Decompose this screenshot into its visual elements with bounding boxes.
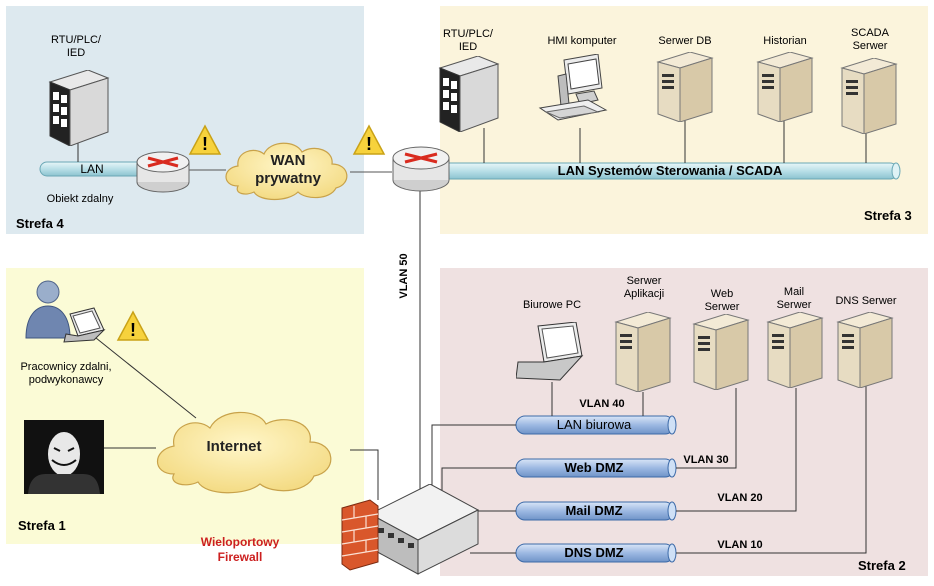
dns-server-label: DNS Serwer xyxy=(835,295,897,307)
vlan50-label: VLAN 50 xyxy=(398,253,410,299)
db-server-icon xyxy=(656,52,714,122)
vlan20-label: VLAN 20 xyxy=(717,492,763,504)
zone-1-area xyxy=(6,268,364,544)
app-server-icon xyxy=(614,312,672,392)
historian-label: Historian xyxy=(763,35,807,47)
app-server-label: Serwer Aplikacji xyxy=(623,275,665,300)
firewall-label: Wieloportowy Firewall xyxy=(200,535,280,564)
dns-server-icon xyxy=(836,312,894,388)
zone3-rtu-label: RTU/PLC/ IED xyxy=(443,28,493,53)
office-laptop-icon xyxy=(516,322,584,381)
historian-server-icon xyxy=(756,52,814,122)
mail-server-label: Mail Serwer xyxy=(776,286,812,311)
scada-server-icon xyxy=(840,58,898,134)
warning-icon: ! xyxy=(188,124,222,155)
zone-2-title: Strefa 2 xyxy=(858,558,906,573)
firewall-icon xyxy=(341,484,480,575)
vlan30-label: VLAN 30 xyxy=(683,454,729,466)
db-server-label: Serwer DB xyxy=(658,35,712,47)
scada-lan-label: LAN Systemów Sterowania / SCADA xyxy=(557,163,783,178)
remote-site-label: Obiekt zdalny xyxy=(46,193,114,205)
scada-server-label: SCADA Serwer xyxy=(851,27,889,52)
office-lan-label: LAN biurowa xyxy=(556,417,632,432)
wan-cloud-icon xyxy=(225,142,348,201)
remote-workers-label: Pracownicy zdalni, podwykonawcy xyxy=(20,361,112,386)
zone-4-title: Strefa 4 xyxy=(16,216,64,231)
vlan10-label: VLAN 10 xyxy=(717,539,763,551)
warning-icon: ! xyxy=(352,124,386,155)
web-server-label: Web Serwer xyxy=(704,288,740,313)
zone-3-title: Strefa 3 xyxy=(864,208,912,223)
web-server-icon xyxy=(692,314,750,390)
office-pc-label: Biurowe PC xyxy=(522,299,582,311)
zone4-rtu-label: RTU/PLC/ IED xyxy=(51,34,101,59)
vlan40-label: VLAN 40 xyxy=(579,398,625,410)
router-icon xyxy=(136,151,190,193)
hmi-monitor-icon xyxy=(538,54,608,121)
router-icon xyxy=(392,146,450,192)
zone4-lan-label: LAN xyxy=(80,162,104,176)
hacker-icon xyxy=(24,420,104,494)
svg-text:!: ! xyxy=(202,134,208,154)
dns-dmz-label: DNS DMZ xyxy=(564,545,624,560)
mail-server-icon xyxy=(766,312,824,388)
web-dmz-label: Web DMZ xyxy=(564,460,624,475)
hmi-label: HMI komputer xyxy=(547,35,617,47)
mail-dmz-label: Mail DMZ xyxy=(565,503,623,518)
internet-cloud-icon xyxy=(157,411,332,494)
svg-text:!: ! xyxy=(130,320,136,340)
rtu-remote-server-icon xyxy=(48,70,110,146)
svg-text:!: ! xyxy=(366,134,372,154)
remote-user-icon xyxy=(25,280,106,343)
warning-icon: ! xyxy=(116,310,150,341)
internet-label: Internet xyxy=(206,438,262,455)
zone-1-title: Strefa 1 xyxy=(18,518,66,533)
rtu-server-icon xyxy=(438,56,500,132)
wan-label: WAN prywatny xyxy=(255,152,321,187)
